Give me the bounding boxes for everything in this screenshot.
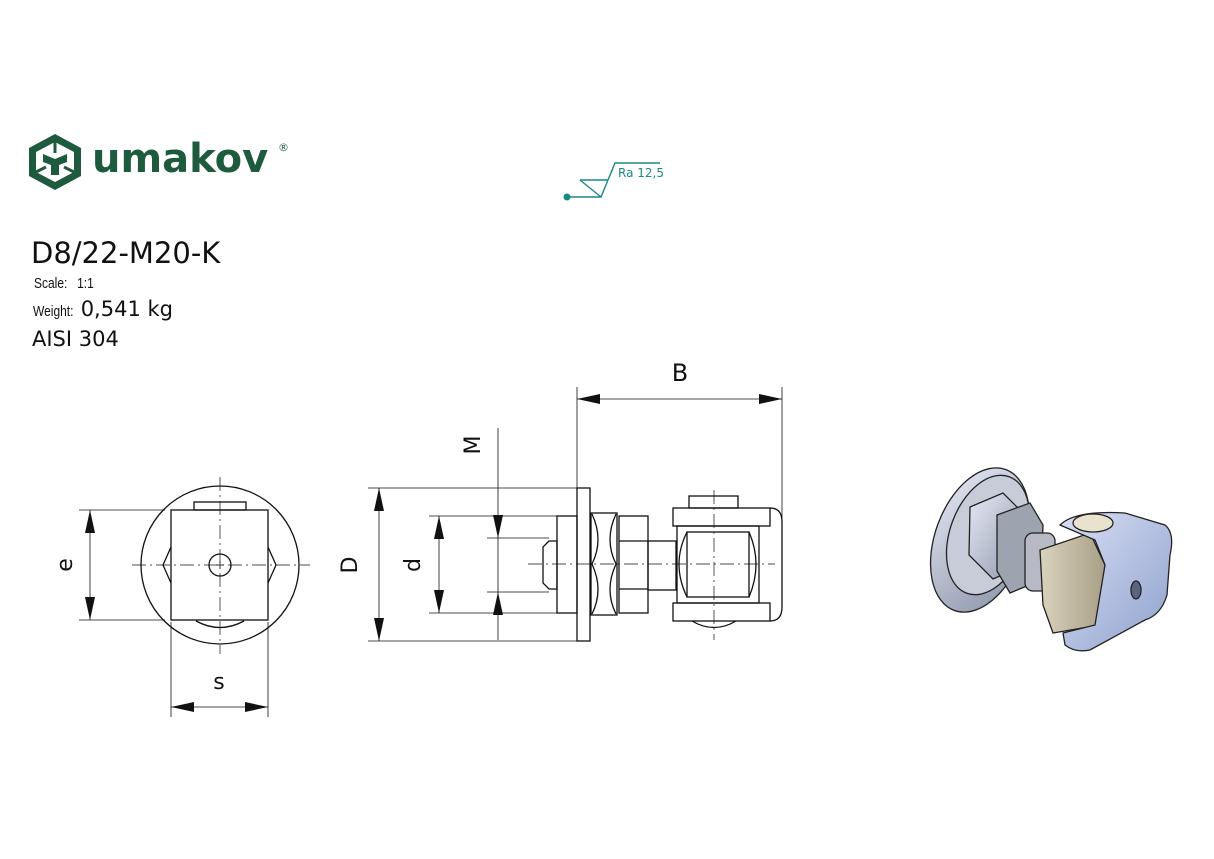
registered-mark: ® [278,141,289,154]
isometric-render [929,467,1173,652]
brand-logo: umakov ® [26,133,296,193]
scale-value: 1:1 [77,275,94,292]
material: AISI 304 [32,327,119,351]
brand-name: umakov [92,136,269,182]
dim-e-label: e [53,558,78,572]
scale-label: Scale: [34,275,68,292]
scale-row: Scale: 1:1 [34,275,94,292]
surface-roughness-symbol-icon: Ra 12,5 [563,162,664,201]
weight-label: Weight: [33,303,74,320]
surface-finish-value: Ra 12,5 [618,166,664,180]
dim-M-label: M [461,436,486,455]
dim-D-label: D [338,557,363,574]
part-code: D8/22-M20-K [31,236,221,270]
dim-B-label: B [672,359,688,387]
dim-s-label: s [213,670,224,695]
weight-value: 0,541 kg [80,297,173,321]
umakov-hex-logo-icon [29,134,81,190]
dim-d-label: d [401,558,426,572]
weight-row: Weight: 0,541 kg [33,297,173,321]
